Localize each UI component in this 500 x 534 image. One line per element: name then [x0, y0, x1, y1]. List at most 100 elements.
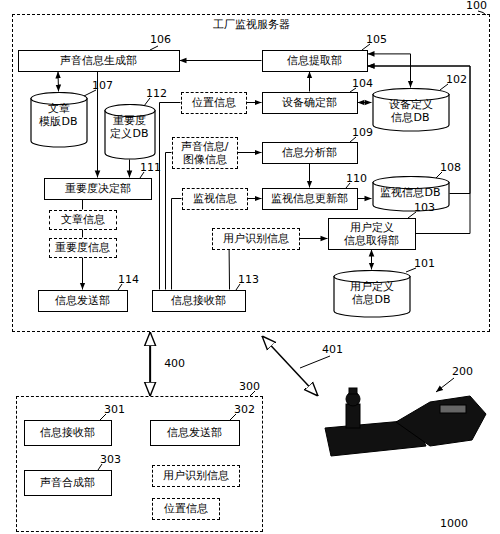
callout-number: 111 — [140, 162, 161, 174]
connector-line — [82, 200, 83, 210]
process-box: 信息接收部 — [24, 420, 112, 446]
database-cylinder: 监视信息DB — [372, 176, 450, 212]
connector-line — [159, 103, 180, 290]
connector-line — [82, 230, 83, 238]
cylinder-body — [31, 98, 87, 147]
box-label: 信息接收部 — [171, 294, 226, 307]
flow-arrow — [247, 102, 262, 103]
data-item-box: 文章信息 — [49, 210, 117, 230]
flow-arrow — [238, 152, 262, 153]
cylinder-body — [373, 182, 449, 211]
data-item-box: 声音信息/ 图像信息 — [172, 137, 238, 169]
flow-arrow — [358, 198, 372, 199]
callout-number: 1000 — [440, 518, 468, 530]
callout-number: 106 — [150, 34, 171, 46]
callout-number: 114 — [118, 274, 139, 286]
flow-arrow — [371, 250, 372, 270]
process-box: 信息提取部 — [262, 50, 368, 72]
box-label: 信息分析部 — [282, 146, 337, 159]
box-label: 监视信息更新部 — [271, 192, 348, 205]
box-label: 用户定义 信息DB — [335, 280, 409, 306]
box-label: 重要度决定部 — [65, 182, 131, 195]
database-cylinder: 重要度 定义DB — [104, 104, 156, 160]
system-heading: 工厂监视服务器 — [13, 18, 489, 31]
connector-line — [166, 153, 172, 290]
database-cylinder: 设备定义 信息DB — [372, 88, 450, 132]
data-item-box: 用户识别信息 — [152, 465, 240, 487]
box-label: 重要度 定义DB — [106, 114, 154, 140]
flow-arrow — [309, 164, 310, 188]
callout-number: 110 — [346, 173, 367, 185]
callout-number: 108 — [440, 162, 461, 174]
system-heading: 300 — [239, 380, 260, 393]
callout-number: 104 — [352, 78, 373, 90]
machine-knob — [346, 392, 360, 406]
cylinder-body — [105, 110, 155, 159]
database-cylinder: 文章 模版DB — [30, 92, 88, 148]
database-cylinder: 用户定义 信息DB — [333, 270, 411, 318]
box-label: 位置信息 — [192, 96, 236, 109]
callout-number: 200 — [452, 366, 473, 378]
cylinder-body — [334, 276, 410, 317]
box-label: 用户定义 信息取得部 — [331, 221, 413, 247]
box-label: 文章信息 — [61, 213, 105, 226]
box-label: 声音信息生成部 — [60, 54, 137, 67]
data-item-box: 用户识别信息 — [212, 228, 300, 250]
process-box: 信息接收部 — [152, 290, 246, 312]
machine-knob — [349, 388, 357, 394]
box-label: 设备确定部 — [282, 96, 337, 109]
box-label: 信息提取部 — [287, 54, 342, 67]
box-label: 用户识别信息 — [163, 469, 229, 482]
flow-arrow — [180, 60, 262, 61]
callout-number: 401 — [322, 344, 343, 356]
flow-arrow — [58, 72, 60, 92]
callout-number: 302 — [234, 404, 255, 416]
flow-arrow — [368, 54, 411, 88]
machine-base — [325, 420, 426, 456]
box-label: 信息接收部 — [40, 426, 95, 439]
box-label: 声音合成部 — [40, 476, 95, 489]
cylinder-body — [373, 94, 449, 131]
callout-number: 303 — [100, 454, 121, 466]
data-item-box: 位置信息 — [152, 498, 220, 520]
box-label: 设备定义 信息DB — [374, 98, 448, 124]
box-label: 信息发送部 — [55, 294, 110, 307]
machine-column — [346, 404, 360, 428]
process-box: 声音信息生成部 — [18, 50, 180, 72]
data-item-box: 重要度信息 — [49, 238, 117, 258]
callout-number: 102 — [446, 74, 467, 86]
process-box: 用户定义 信息取得部 — [328, 218, 416, 250]
flow-arrow — [129, 160, 130, 178]
box-label: 重要度信息 — [55, 241, 110, 254]
data-item-box: 监视信息 — [182, 188, 248, 210]
data-item-box: 位置信息 — [181, 92, 247, 114]
process-box: 监视信息更新部 — [262, 188, 358, 210]
flow-arrow — [358, 102, 372, 103]
box-label: 信息发送部 — [167, 426, 222, 439]
process-box: 信息分析部 — [262, 142, 358, 164]
callout-number: 301 — [104, 404, 125, 416]
callout-number: 112 — [146, 88, 167, 100]
callout-number: 400 — [164, 358, 185, 370]
flow-arrow — [82, 258, 83, 290]
callout-number: 105 — [366, 34, 387, 46]
leader-line — [300, 356, 330, 368]
callout-number: 101 — [414, 258, 435, 270]
callout-number: 100 — [466, 0, 487, 12]
connector-line — [172, 199, 182, 290]
callout-number: 107 — [92, 80, 113, 92]
box-label: 文章 模版DB — [32, 102, 86, 128]
process-box: 设备确定部 — [262, 92, 358, 114]
flow-arrow — [300, 238, 328, 239]
flow-arrow — [149, 332, 151, 396]
callout-number: 113 — [238, 274, 259, 286]
machine-illustration — [325, 388, 486, 456]
connector-line — [229, 250, 230, 290]
box-label: 用户识别信息 — [223, 232, 289, 245]
box-label: 声音信息/ 图像信息 — [175, 140, 235, 166]
leader-arrow — [436, 378, 454, 392]
callout-number: 103 — [414, 202, 435, 214]
machine-arm — [396, 396, 486, 446]
flow-arrow — [368, 66, 471, 234]
